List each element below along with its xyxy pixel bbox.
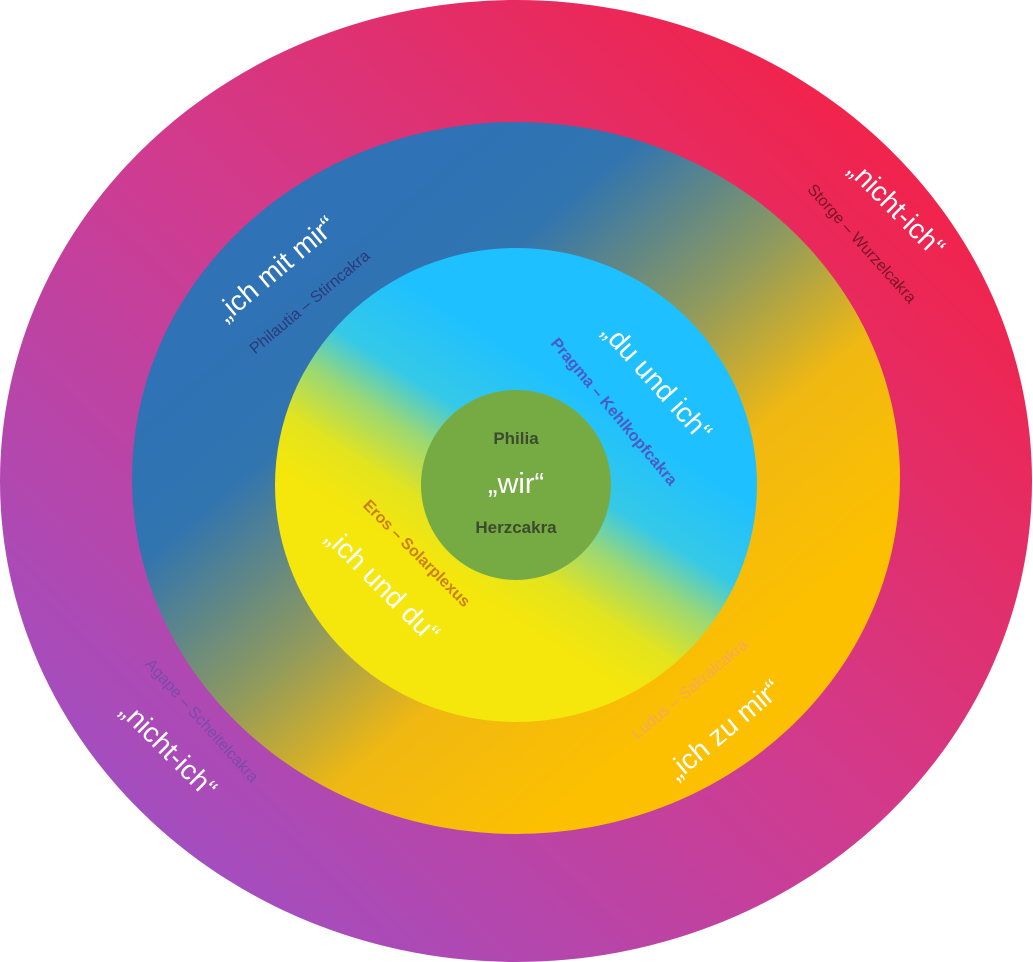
center-circle	[421, 390, 611, 580]
center-bottom-label: Herzcakra	[475, 518, 557, 537]
center-quote: „wir“	[488, 468, 544, 500]
center-top-label: Philia	[493, 429, 539, 448]
